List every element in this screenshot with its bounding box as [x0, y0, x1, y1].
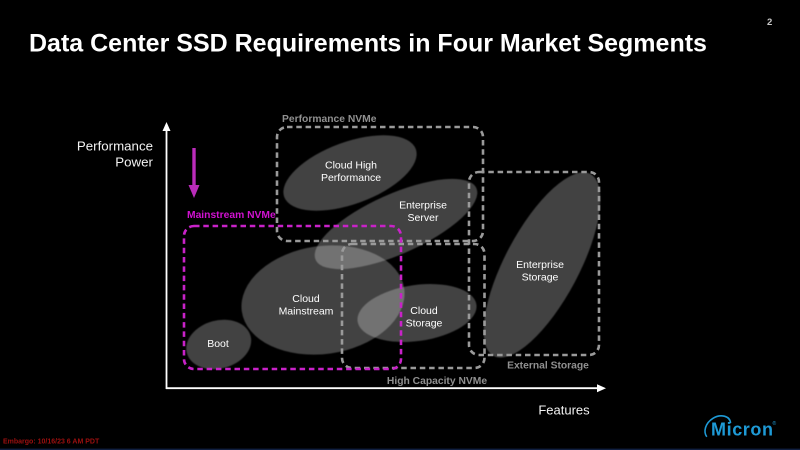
svg-text:Performance NVMe: Performance NVMe — [282, 114, 377, 125]
svg-text:Power: Power — [115, 155, 153, 170]
svg-text:Performance: Performance — [77, 139, 153, 154]
svg-text:Embargo: 10/16/23 6 AM PDT: Embargo: 10/16/23 6 AM PDT — [3, 439, 100, 446]
svg-text:Features: Features — [538, 403, 590, 418]
svg-text:Data Center SSD Requirements i: Data Center SSD Requirements in Four Mar… — [29, 30, 707, 58]
svg-text:High Capacity NVMe: High Capacity NVMe — [387, 376, 487, 387]
svg-text:Mainstream NVMe: Mainstream NVMe — [187, 210, 276, 221]
svg-text:®: ® — [773, 420, 777, 427]
svg-text:Micron: Micron — [711, 420, 774, 440]
svg-text:External Storage: External Storage — [507, 361, 589, 372]
svg-text:Boot: Boot — [207, 338, 229, 350]
svg-text:2: 2 — [767, 17, 772, 28]
